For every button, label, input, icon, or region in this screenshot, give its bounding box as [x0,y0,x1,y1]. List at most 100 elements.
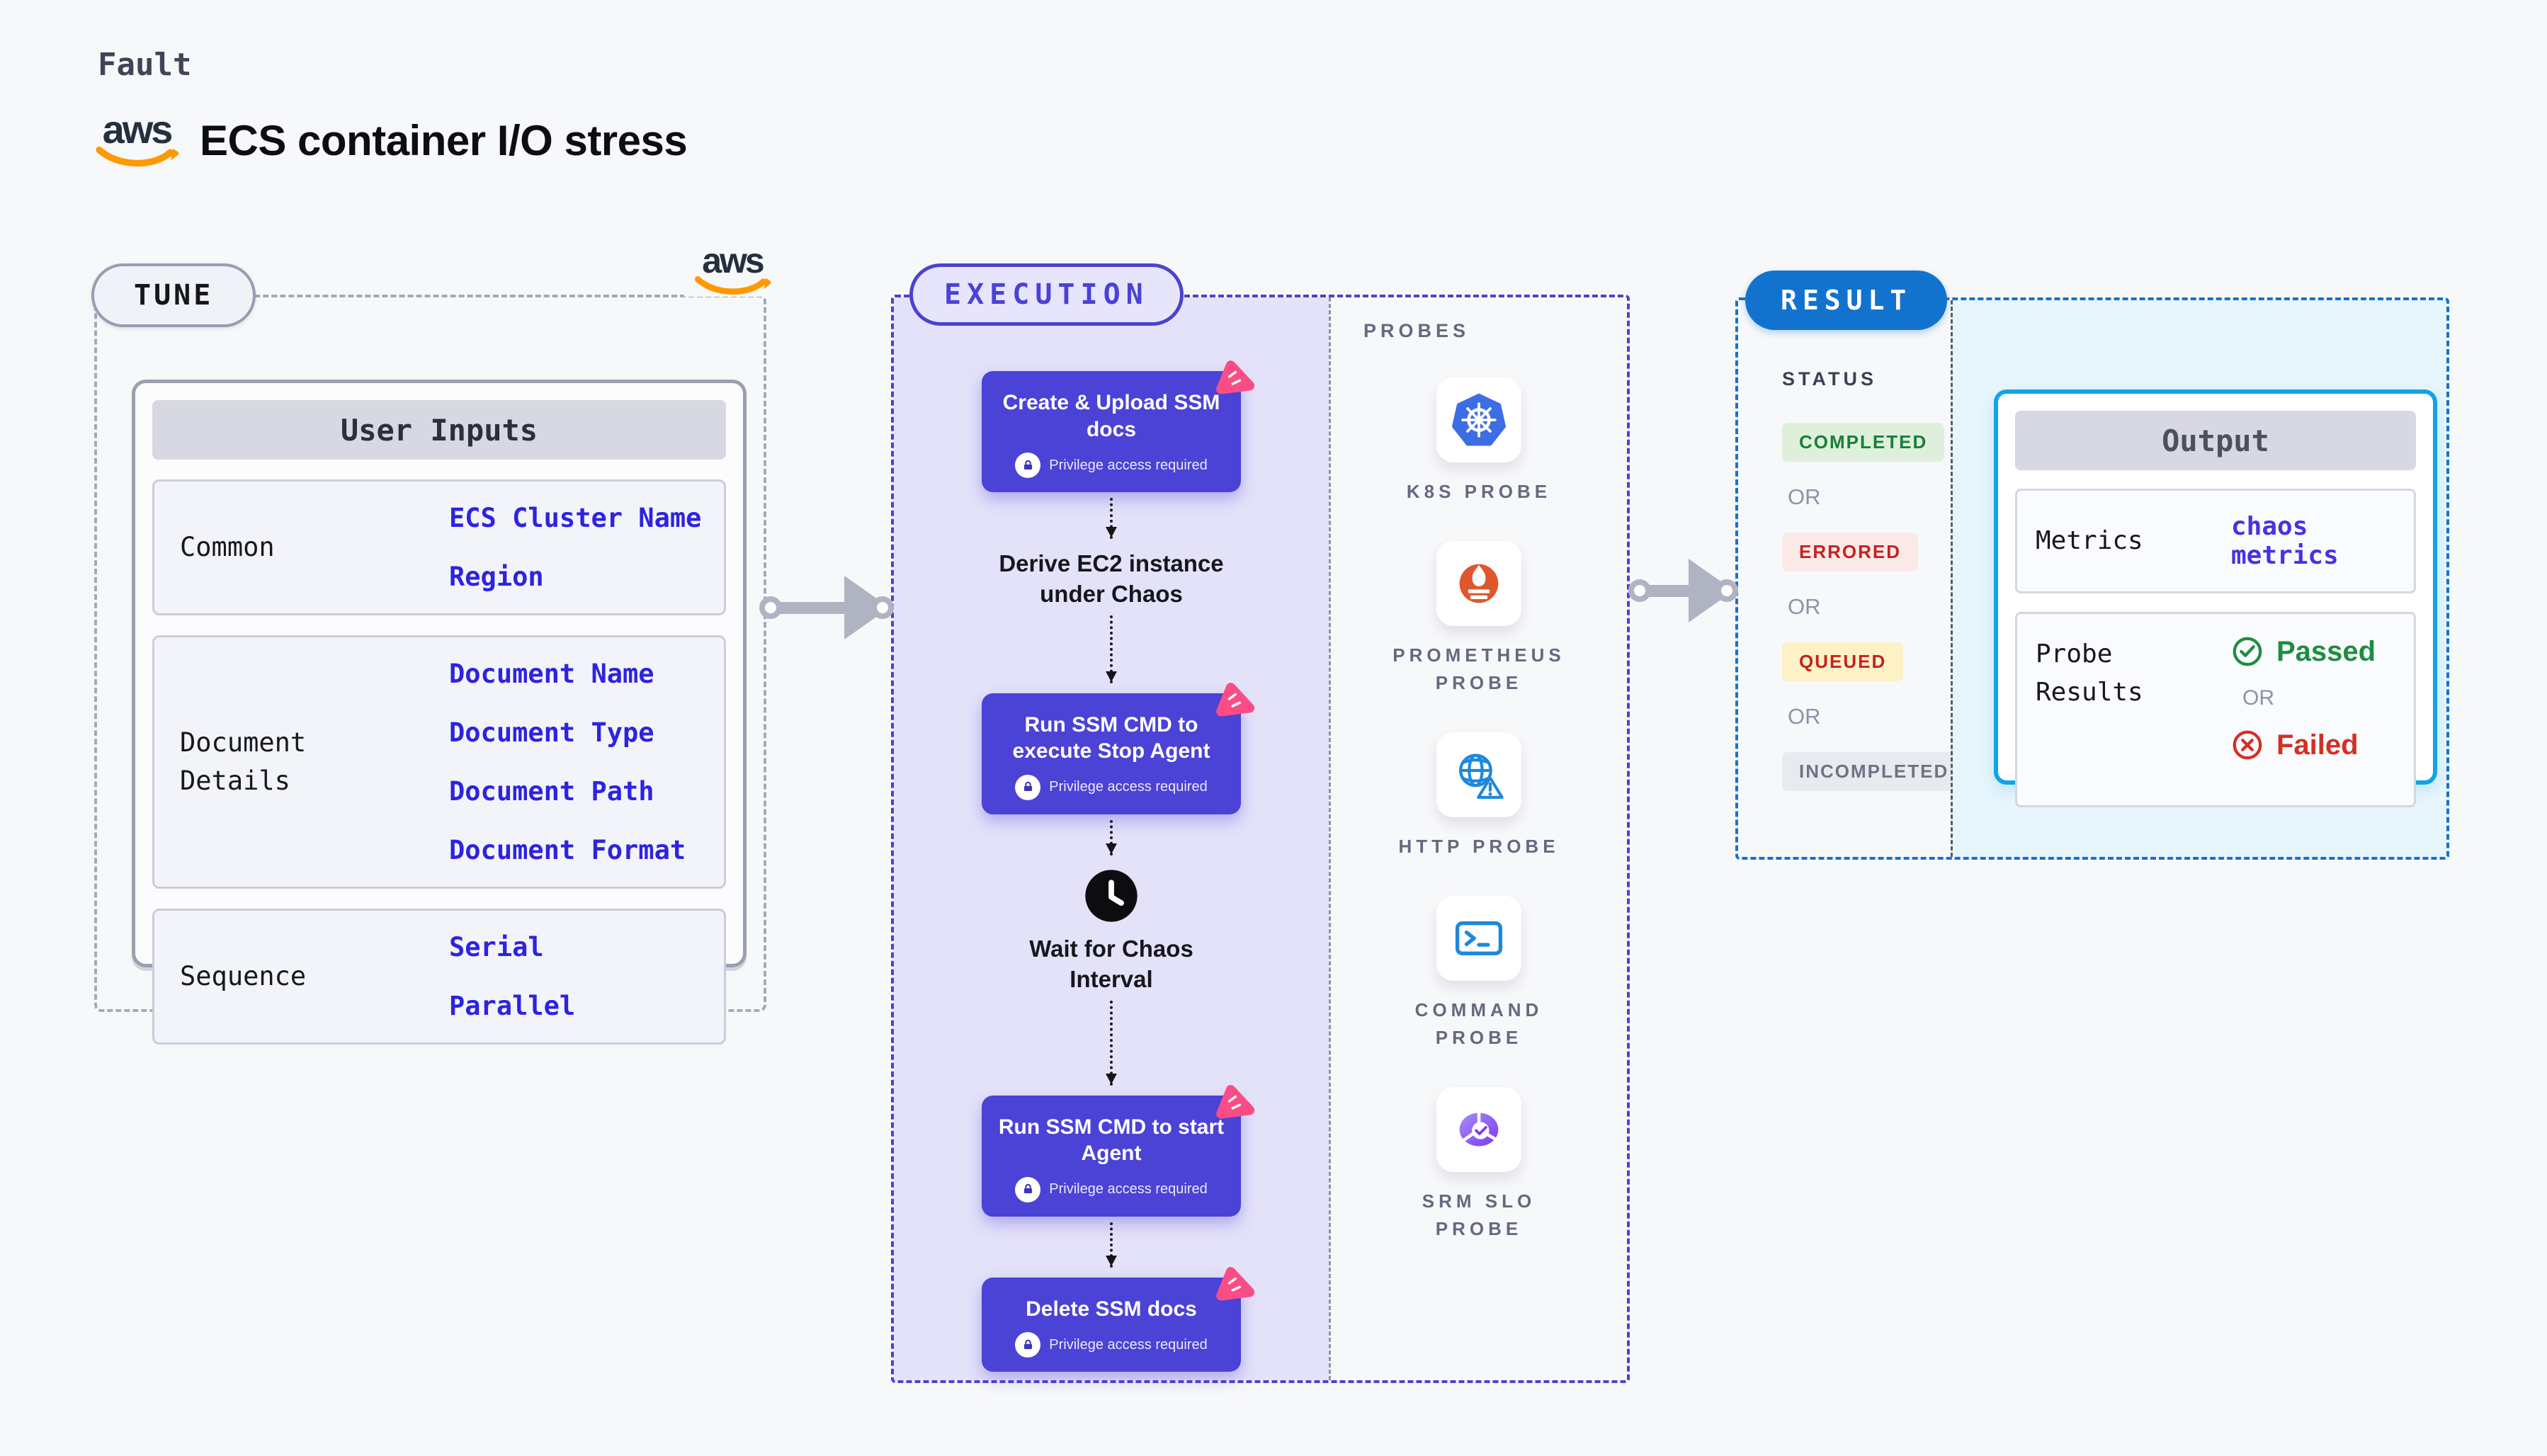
lock-icon [1015,453,1041,478]
arrow-bar [778,601,849,614]
user-inputs-header: User Inputs [152,400,726,460]
dotted-arrow [1106,615,1117,683]
status-panel: STATUS COMPLETED OR ERRORED OR QUEUED OR… [1738,300,1966,857]
tune-section: TUNE aws User Inputs Common ECS Cluster … [91,243,781,1045]
privilege-badge: Privilege access required [997,774,1225,800]
probe-card [1436,732,1521,817]
probe-results-values: Passed OR Failed [2231,635,2376,761]
probe-card [1436,377,1521,462]
table-row-sequence: Sequence Serial Parallel [152,909,726,1045]
or-separator: OR [1788,594,1821,619]
passed-label: Passed [2276,635,2376,667]
aws-swoosh-icon [96,147,178,167]
step-title: Delete SSM docs [1026,1297,1197,1321]
row-values: Document Name Document Type Document Pat… [449,659,686,865]
arrow-bar [1647,584,1693,597]
derive-step-text: Derive EC2 instance under Chaos [999,550,1224,607]
terminal-icon [1455,921,1503,955]
privilege-badge: Privilege access required [997,453,1225,478]
probe-item-prometheus: PROMETHEUS PROBE [1390,541,1567,697]
status-badge-errored: ERRORED [1782,533,1919,571]
fault-kicker: Fault [98,47,192,83]
row-values: Serial Parallel [449,932,575,1021]
user-inputs-rows: Common ECS Cluster Name Region Document … [152,479,726,1045]
kubernetes-icon [1451,393,1506,446]
row-value: Serial [449,932,544,962]
probe-card [1436,896,1521,981]
probe-item-http: HTTP PROBE [1398,732,1559,860]
row-label: Sequence [180,961,307,992]
failed-x-icon [2233,730,2262,760]
row-value: Document Name [449,659,654,689]
step-block-delete-ssm-docs: Delete SSM docs Privilege access require… [982,1266,1255,1372]
dotted-arrow [1106,819,1117,855]
arrow-start-dot [1628,579,1651,602]
privilege-text: Privilege access required [1049,1181,1208,1198]
result-output-panel: Output Metrics chaos metrics Probe Resul… [1951,300,2446,857]
lock-icon [1015,1332,1041,1358]
table-row-document-details: Document Details Document Name Document … [152,635,726,889]
row-values: ECS Cluster Name Region [449,503,701,592]
aws-logo-text: aws [102,107,174,152]
lock-icon [1015,1176,1041,1202]
probe-item-command: COMMAND PROBE [1390,896,1567,1052]
execution-steps-panel: Create & Upload SSM docs Privilege acces… [894,297,1329,1380]
aws-swoosh-icon [694,275,771,295]
metrics-value: chaos metrics [2231,512,2339,570]
arrow-start-dot [759,596,782,619]
result-section: RESULT STATUS COMPLETED OR ERRORED OR QU… [1735,271,2449,860]
arrow-end-dot [1715,579,1738,602]
aws-logo-small: aws [684,241,781,297]
privilege-text: Privilege access required [1049,1336,1208,1353]
dotted-arrow [1106,498,1117,539]
output-header: Output [2015,411,2416,470]
step-block-create-upload-ssm: Create & Upload SSM docs Privilege acces… [982,360,1255,492]
probe-item-srm-slo: SRM SLO PROBE [1390,1087,1567,1243]
user-inputs-table: User Inputs Common ECS Cluster Name Regi… [132,380,747,1045]
dotted-arrow [1106,1000,1117,1086]
result-pill: RESULT [1745,271,1948,330]
probe-name: PROMETHEUS PROBE [1392,644,1565,693]
status-badge-completed: COMPLETED [1782,423,1945,462]
table-row-common: Common ECS Cluster Name Region [152,479,726,615]
or-separator: OR [1788,484,1821,509]
probe-name: HTTP PROBE [1398,836,1560,857]
passed-check-icon [2233,637,2262,666]
page-title: ECS container I/O stress [200,116,688,164]
probe-results-row: Probe Results Passed OR [2015,612,2416,807]
output-card: Output Metrics chaos metrics Probe Resul… [1994,389,2437,807]
probe-results-label: Probe Results [2036,639,2143,707]
metrics-row: Metrics chaos metrics [2015,489,2416,593]
row-value: ECS Cluster Name [449,503,702,533]
privilege-badge: Privilege access required [997,1332,1225,1358]
row-label: Common [180,532,275,563]
row-label: Document Details [180,727,307,796]
row-value: Document Path [449,776,654,807]
failed-line: Failed [2231,729,2376,761]
or-separator: OR [2242,686,2274,710]
probes-panel: PROBES K8S PROBE [1329,297,1627,1380]
aws-logo-small-text: aws [702,241,764,280]
status-badge-queued: QUEUED [1782,642,1904,681]
arrow-end-dot [871,596,894,619]
litmus-icon [1216,1266,1255,1301]
slo-check-icon [1459,1111,1499,1147]
probe-name: SRM SLO PROBE [1422,1190,1536,1239]
tune-pill: TUNE [91,263,256,327]
probes-title: PROBES [1363,320,1470,341]
step-block-run-stop-agent: Run SSM CMD to execute Stop Agent Privil… [982,682,1255,814]
step-title: Run SSM CMD to execute Stop Agent [1012,712,1210,763]
prometheus-icon [1459,564,1499,603]
metrics-label: Metrics [2036,526,2143,555]
passed-line: Passed [2231,635,2376,668]
probe-item-k8s: K8S PROBE [1407,377,1551,506]
globe-warning-icon [1459,753,1504,800]
aws-logo: aws [95,107,178,169]
header-brand-row: aws ECS container I/O stress [95,107,688,169]
privilege-text: Privilege access required [1049,779,1208,795]
execution-pill: EXECUTION [909,263,1184,326]
status-title: STATUS [1782,368,1877,389]
probe-name: K8S PROBE [1406,481,1552,502]
lock-icon [1015,774,1041,800]
